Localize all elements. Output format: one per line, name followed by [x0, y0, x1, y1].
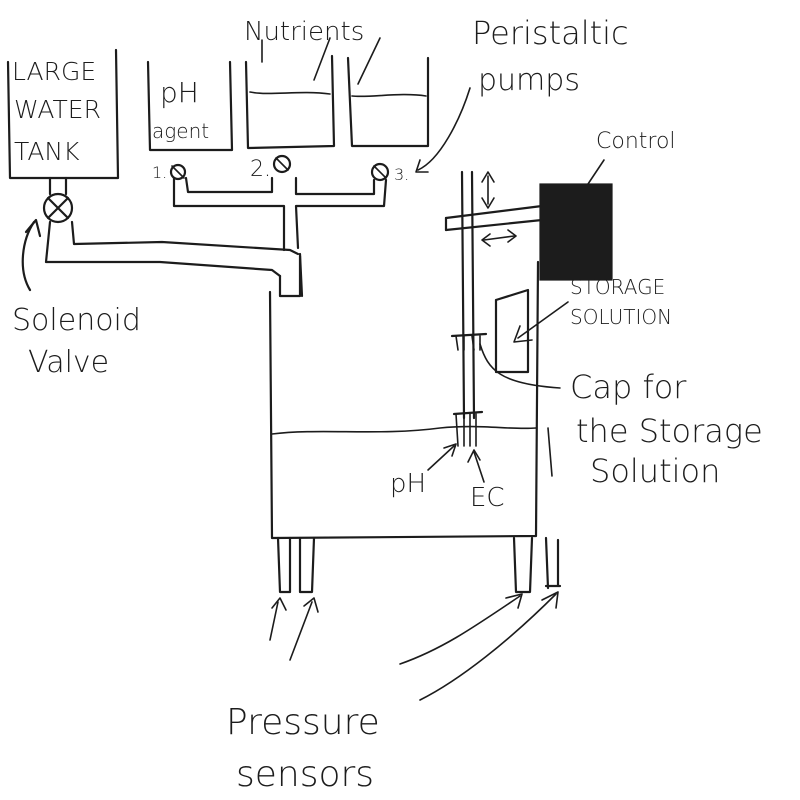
storage-cap-pointer [480, 344, 560, 388]
control-pointer-line [588, 160, 604, 184]
tank-leg-left-1 [278, 538, 290, 592]
solenoid-valve-label-line1: Solenoid [12, 303, 141, 338]
pump-3 [372, 164, 388, 180]
tank-leg-right-1 [514, 538, 532, 592]
ph-probe-label: pH [390, 469, 426, 499]
pressure-sensors-label-line1: Pressure [226, 702, 380, 743]
storage-solution-label-line1: STORAGE [570, 275, 665, 299]
solenoid-valve-arrow [23, 220, 40, 290]
pump-2 [274, 156, 290, 172]
large-water-tank-label-line2: WATER [14, 95, 101, 124]
storage-cap-label-line1: Cap for [570, 368, 687, 406]
pressure-sensors-label-line2: sensors [236, 754, 374, 795]
storage-solution-arrow [514, 302, 568, 342]
tank-leg-left-2 [300, 538, 314, 592]
storage-solution-container [496, 290, 528, 372]
ph-agent-label-line1: pH [160, 76, 199, 109]
peristaltic-pumps-arrow [416, 88, 470, 172]
ph-agent-label-line2: agent [152, 119, 209, 143]
water-feed-pipe [46, 222, 300, 296]
ph-probe-arrow [428, 444, 456, 470]
pump-1 [171, 165, 185, 179]
ph-agent-container: pH agent [148, 62, 232, 150]
storage-solution-label-line2: SOLUTION [570, 305, 672, 329]
peristaltic-pumps-label-line1: Peristaltic [472, 14, 629, 52]
pressure-sensor-arrows [270, 592, 558, 700]
ec-probe-label: EC [470, 483, 505, 513]
pump-3-number: 3. [394, 165, 409, 184]
pump-1-number: 1. [152, 163, 167, 182]
large-water-tank: LARGE WATER TANK [8, 50, 118, 178]
nutrient-container-2 [348, 58, 428, 146]
storage-cap-label-line3: Solution [590, 452, 720, 490]
control-box [540, 184, 612, 280]
sensor-probes [454, 412, 482, 446]
ec-probe-arrow [468, 450, 484, 482]
large-water-tank-label-line1: LARGE [12, 57, 96, 86]
peristaltic-pumps-label-line2: pumps [478, 63, 580, 98]
large-water-tank-label-line3: TANK [14, 137, 80, 166]
control-label: Control [596, 129, 676, 154]
storage-cap-label-line2: the Storage [576, 412, 763, 450]
tank-leg-right-2 [546, 538, 560, 588]
pump-2-number: 2. [250, 157, 271, 182]
nutrient-container-1 [246, 56, 334, 148]
solenoid-valve [44, 178, 72, 222]
solenoid-valve-label-line2: Valve [28, 345, 109, 380]
